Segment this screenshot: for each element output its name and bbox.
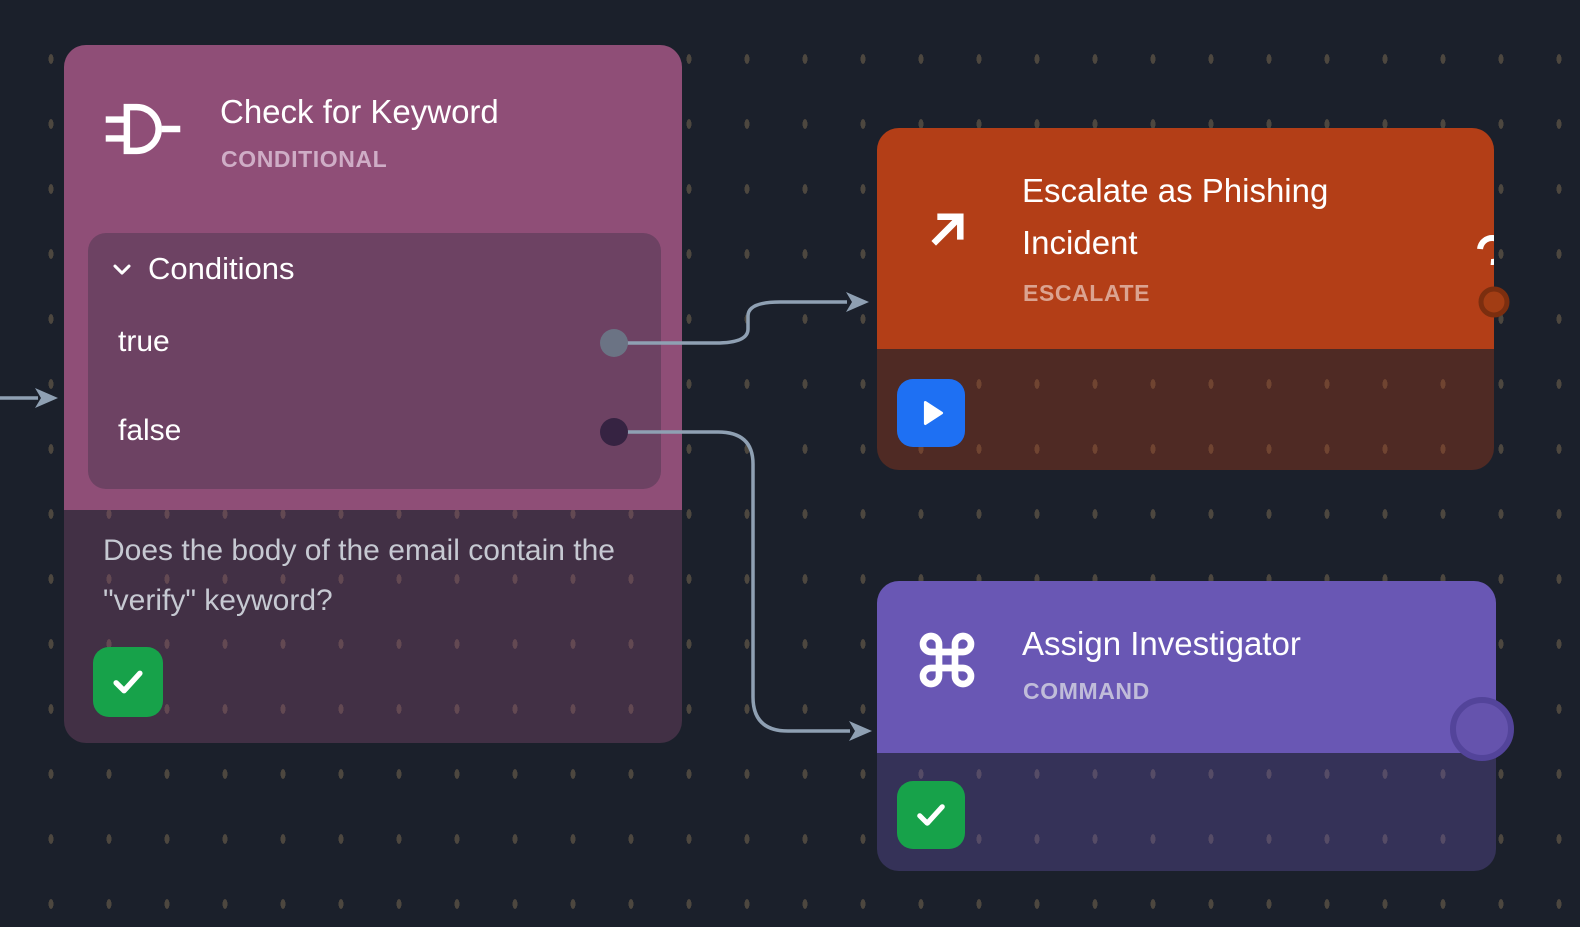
conditions-panel: Conditions true false [88,233,661,489]
conditions-panel-title: Conditions [148,251,295,286]
node-header [877,581,1496,753]
chevron-down-icon [113,264,131,275]
node-title: Assign Investigator [1022,625,1301,662]
node-header [877,128,1494,349]
conditions-panel-header[interactable]: Conditions [108,251,294,287]
command-icon [919,632,975,688]
play-icon [923,400,944,426]
output-label-false: false [118,414,182,447]
node-title: Escalate as Phishing Incident [1022,172,1329,261]
node-title: Check for Keyword [220,93,499,130]
node-conditional[interactable]: Check for Keyword CONDITIONAL Conditions… [64,45,682,743]
check-icon [113,670,143,694]
node-type-label: COMMAND [1023,678,1150,704]
status-success-button[interactable] [93,647,163,717]
edge-incoming [0,388,58,408]
arrow-up-right-icon [931,213,964,246]
node-type-label: ESCALATE [1023,280,1151,306]
output-label-true: true [118,325,170,358]
status-success-button[interactable] [897,781,965,849]
run-button[interactable] [897,379,965,447]
partial-ring-icon [1477,232,1494,270]
node-command[interactable]: Assign Investigator COMMAND [877,581,1496,871]
node-type-label: CONDITIONAL [221,146,388,172]
node-footer [877,753,1496,871]
node-footer [64,510,682,743]
output-row-false[interactable]: false [118,414,181,448]
node-description: Does the body of the email contain the "… [103,534,615,617]
node-escalate[interactable]: Escalate as Phishing Incident ESCALATE [877,128,1494,470]
logic-gate-icon [105,103,181,155]
output-row-true[interactable]: true [118,325,170,359]
check-icon [917,804,945,826]
node-footer [877,349,1494,470]
